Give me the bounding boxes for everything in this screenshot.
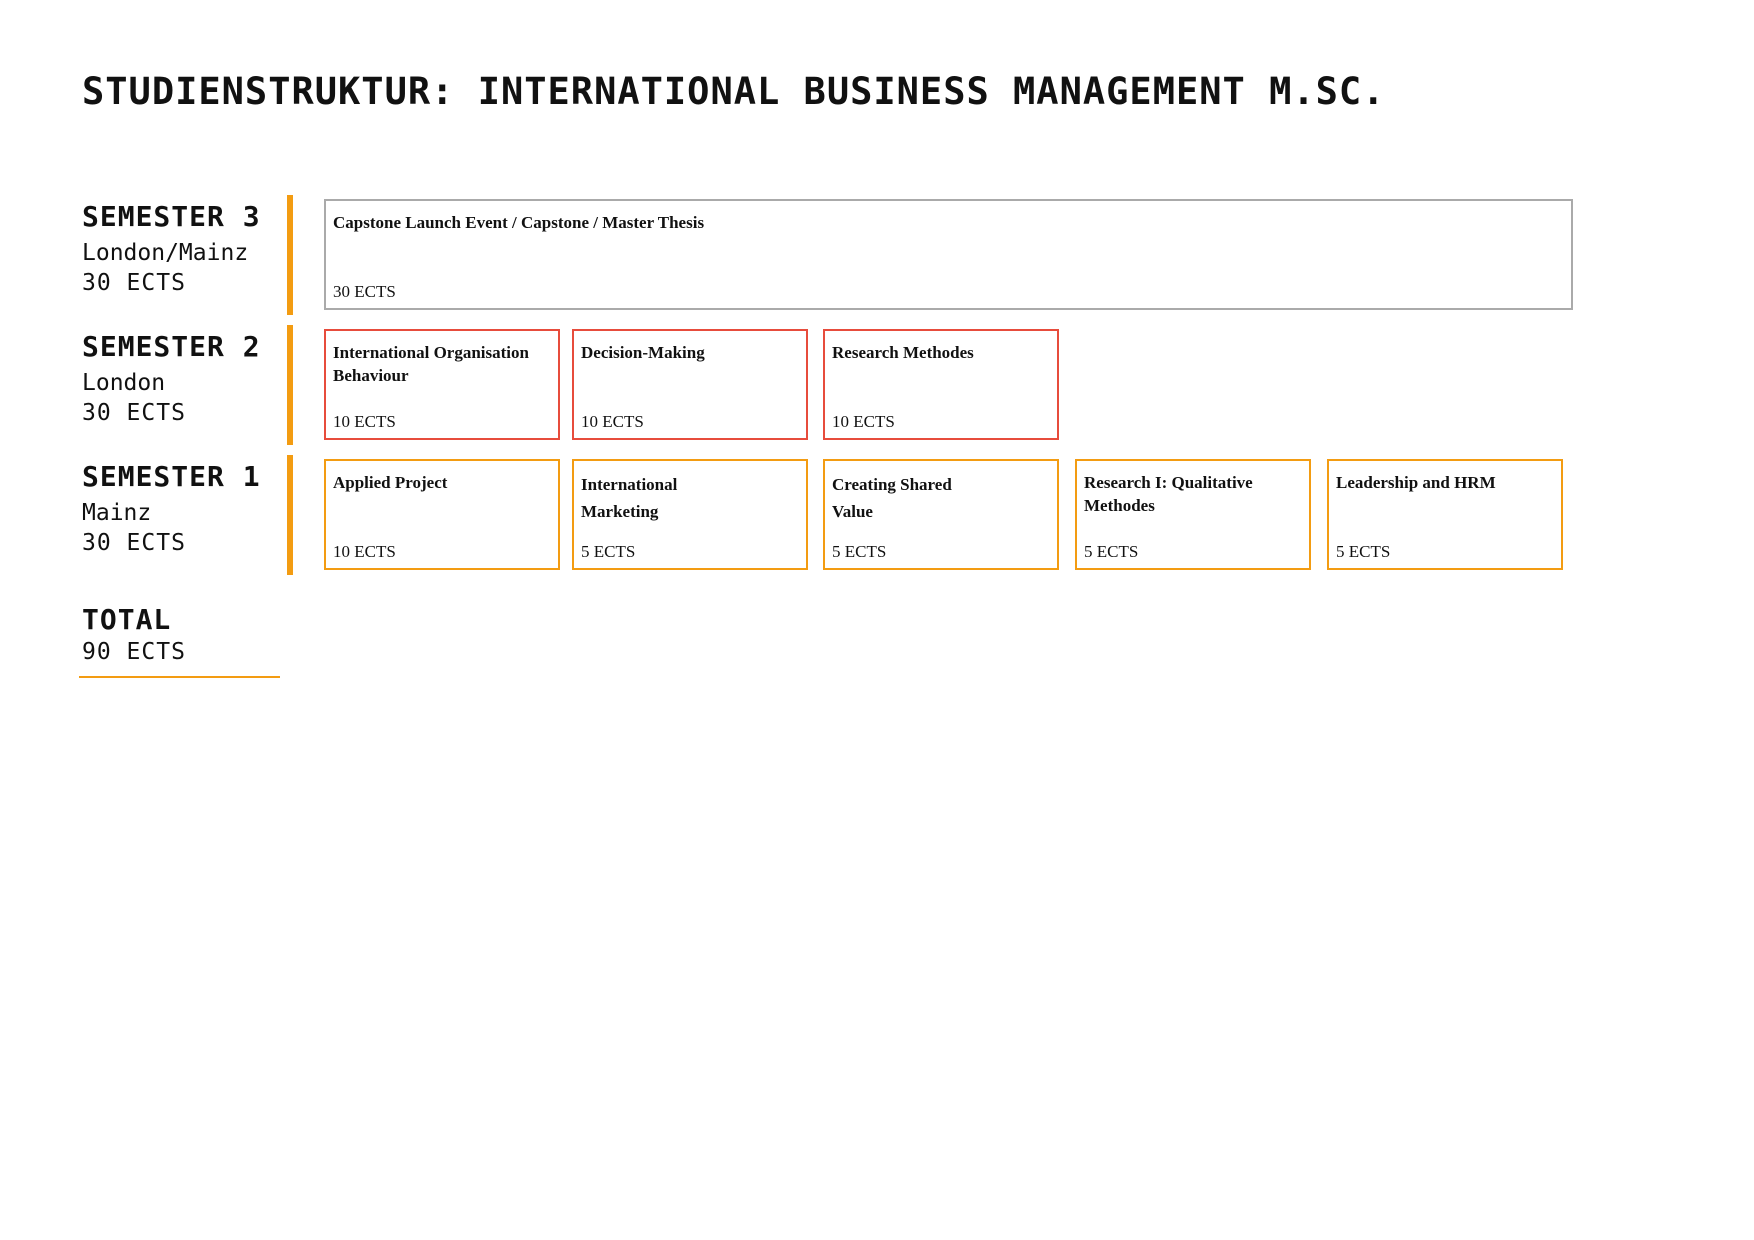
module-ects: 10 ECTS <box>333 412 396 431</box>
module-title: International Organisation Behaviour <box>333 343 529 385</box>
semester-3-row: SEMESTER 3 London/Mainz 30 ECTS Capstone… <box>0 195 1754 315</box>
semester-name: SEMESTER 3 <box>82 200 261 233</box>
semester-2-row: SEMESTER 2 London 30 ECTS International … <box>0 325 1754 445</box>
semester-location: Mainz <box>82 500 152 526</box>
module-ects: 10 ECTS <box>581 412 644 431</box>
page-title: STUDIENSTRUKTUR: INTERNATIONAL BUSINESS … <box>82 70 1386 113</box>
semester-ects: 30 ECTS <box>82 400 186 426</box>
module-research-methodes: Research Methodes 10 ECTS <box>823 329 1059 440</box>
total-summary: TOTAL 90 ECTS <box>82 603 186 667</box>
semester-1-label: SEMESTER 1 Mainz 30 ECTS <box>82 459 282 557</box>
module-title: Research Methodes <box>832 343 974 362</box>
semester-name: SEMESTER 1 <box>82 460 261 493</box>
semester-bar <box>287 455 293 575</box>
module-creating-shared-value: Creating Shared Value 5 ECTS <box>823 459 1059 570</box>
module-ects: 5 ECTS <box>832 542 887 561</box>
semester-bar <box>287 325 293 445</box>
module-title: Decision-Making <box>581 343 705 362</box>
semester-2-label: SEMESTER 2 London 30 ECTS <box>82 329 282 427</box>
module-ects: 10 ECTS <box>832 412 895 431</box>
module-title: Creating Shared Value <box>832 475 952 521</box>
module-ects: 10 ECTS <box>333 542 396 561</box>
semester-name: SEMESTER 2 <box>82 330 261 363</box>
module-applied-project: Applied Project 10 ECTS <box>324 459 560 570</box>
semester-bar <box>287 195 293 315</box>
module-international-marketing: International Marketing 5 ECTS <box>572 459 808 570</box>
semester-ects: 30 ECTS <box>82 530 186 556</box>
total-underline <box>79 676 280 678</box>
module-title: Research I: Qualitative Methodes <box>1084 473 1253 515</box>
module-title: Applied Project <box>333 473 448 492</box>
module-ects: 5 ECTS <box>1084 542 1139 561</box>
module-ects: 30 ECTS <box>333 282 396 301</box>
total-label: TOTAL <box>82 603 172 636</box>
semester-location: London/Mainz <box>82 240 249 266</box>
module-decision-making: Decision-Making 10 ECTS <box>572 329 808 440</box>
total-ects: 90 ECTS <box>82 639 186 665</box>
module-international-organisation-behaviour: International Organisation Behaviour 10 … <box>324 329 560 440</box>
module-ects: 5 ECTS <box>1336 542 1391 561</box>
module-title: Leadership and HRM <box>1336 473 1496 492</box>
semester-ects: 30 ECTS <box>82 270 186 296</box>
semester-3-label: SEMESTER 3 London/Mainz 30 ECTS <box>82 199 282 297</box>
module-title: International Marketing <box>581 475 678 521</box>
module-research-qualitative-methodes: Research I: Qualitative Methodes 5 ECTS <box>1075 459 1311 570</box>
module-ects: 5 ECTS <box>581 542 636 561</box>
semester-location: London <box>82 370 166 396</box>
module-title: Capstone Launch Event / Capstone / Maste… <box>333 213 705 232</box>
module-leadership-and-hrm: Leadership and HRM 5 ECTS <box>1327 459 1563 570</box>
module-capstone: Capstone Launch Event / Capstone / Maste… <box>324 199 1573 310</box>
semester-1-row: SEMESTER 1 Mainz 30 ECTS Applied Project… <box>0 455 1754 575</box>
